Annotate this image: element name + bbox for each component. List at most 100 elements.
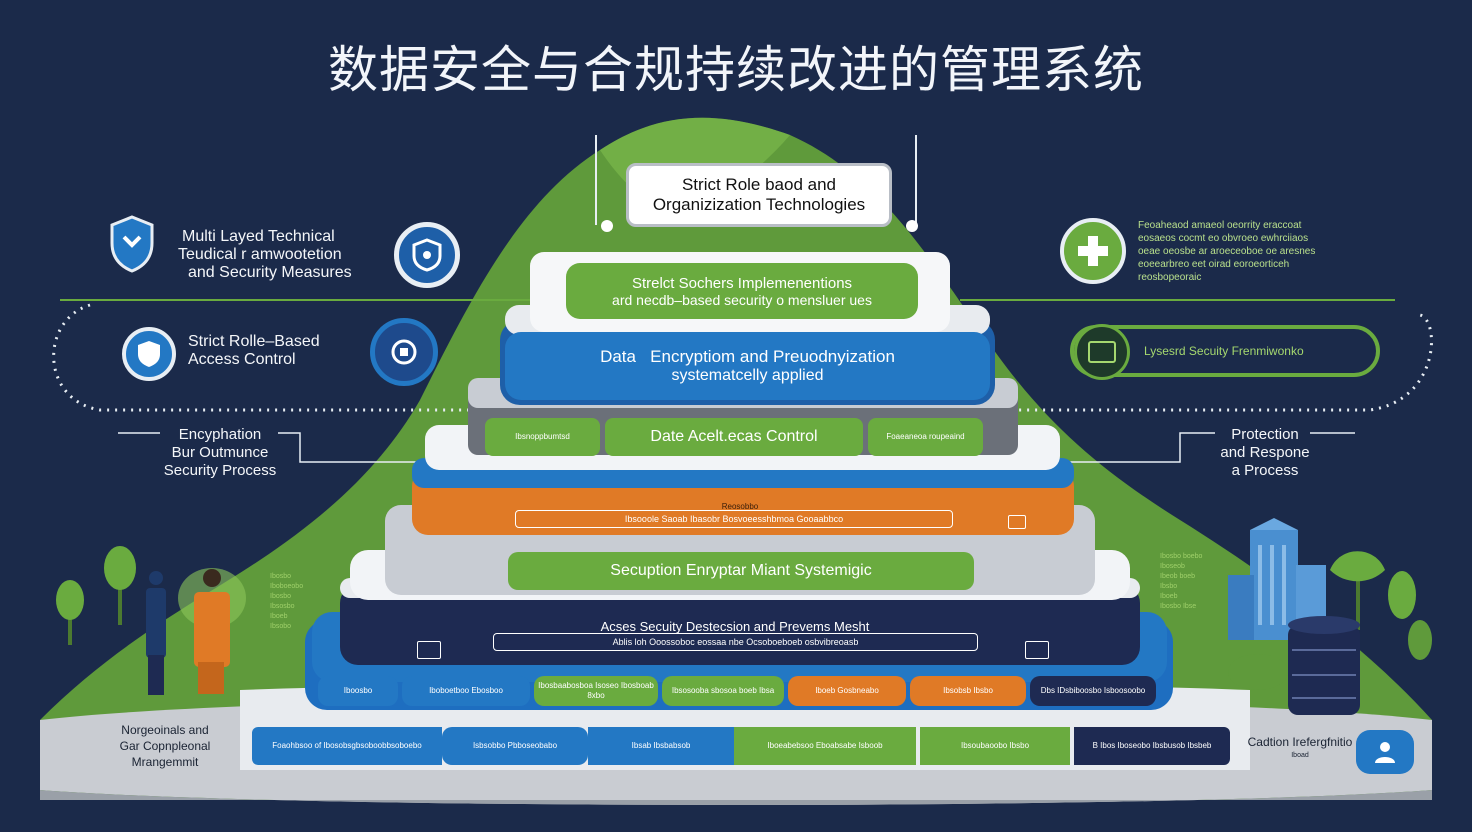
- medical-cross-shield-icon: [1060, 218, 1126, 284]
- tier7-cell-1: Iboboetboo Ebosboo: [402, 676, 530, 706]
- note-line: Iboeb: [270, 613, 288, 620]
- building: [1228, 575, 1254, 640]
- left-bottom-line2: Gar Copnpleonal: [119, 739, 211, 753]
- right-r3-line3: a Process: [1231, 462, 1299, 479]
- left-label-1: Multi Layed Technical Teudical r amwoote…: [178, 228, 388, 282]
- right-r1-line: oeae oeosbe ar aroeceoboe oe aresnes: [1138, 246, 1316, 257]
- left-l3-line1: Encyphation: [178, 426, 262, 443]
- shield-icon: [122, 327, 176, 381]
- tier6-band: Ablis loh Ooossoboc eossaa nbe Ocsoboebo…: [493, 633, 978, 651]
- note-line: Iboboeobo: [270, 583, 304, 590]
- tier7-cell-text: Iboosbo: [343, 686, 373, 695]
- tree-crown: [56, 580, 84, 620]
- tier8-cell-2: Ibsab Ibsbabsob: [588, 727, 734, 765]
- monitor-icon: [1025, 641, 1049, 659]
- tier4-band: Ibsooole Saoab Ibasobr Bosvoeesshbmoa Go…: [515, 510, 953, 528]
- right-bottom-line2: Iboad: [1291, 752, 1309, 759]
- tier8-cell-text: Iboeabebsoo Eboabsabe Isboob: [767, 741, 883, 750]
- right-r1-line: reosbopeoraic: [1138, 272, 1202, 283]
- tier8-cell-3: Iboeabebsoo Eboabsabe Isboob: [734, 727, 916, 765]
- monitor-icon: [417, 641, 441, 659]
- note-line: Ibsbo: [1160, 583, 1178, 590]
- connector-dot-left: [601, 220, 613, 232]
- right-city-note: Ibosbo boebo Iboseob Ibeob boeb Ibsbo Ib…: [1160, 552, 1220, 612]
- person-legs: [198, 662, 224, 694]
- left-l3-line3: Security Process: [163, 462, 277, 479]
- tier3-right-text: Foaeaneoa roupeaind: [886, 432, 965, 441]
- monitor-icon: [1074, 324, 1130, 380]
- person-head: [149, 571, 163, 585]
- ground-front: [40, 790, 1432, 805]
- lock-shield-icon: [370, 318, 438, 386]
- connector-dot-right: [906, 220, 918, 232]
- tree-crown: [1388, 571, 1416, 619]
- right-r1-line: eoeearbreo eet oirad eoroeorticeh: [1138, 259, 1290, 270]
- tier3-center: Date Acelt.ecas Control: [605, 418, 863, 456]
- tier7-cell-text: Ibsobsb Ibsbo: [943, 686, 993, 695]
- right-bottom-label: Cadtion Irefergfnitio Iboad: [1240, 735, 1360, 763]
- note-line: Ibosbo boebo: [1160, 553, 1203, 560]
- user-icon: [1356, 730, 1414, 774]
- tier7-cell-3: Ibsosooba sbosoa boeb Ibsa: [662, 676, 784, 706]
- person-body: [194, 592, 230, 667]
- connector-right-mid: [1040, 432, 1355, 463]
- person-legs: [148, 655, 164, 695]
- note-line: Iboseob: [1160, 563, 1185, 570]
- tier7-cell-5: Ibsobsb Ibsbo: [910, 676, 1026, 706]
- right-bottom-line1: Cadtion Irefergfnitio: [1247, 735, 1353, 749]
- bush: [1228, 654, 1288, 690]
- left-bottom-label: Norgeoinals and Gar Copnpleonal Mrangemm…: [95, 722, 235, 770]
- tier6-sub-text: Ablis loh Ooossoboc eossaa nbe Ocsoboebo…: [612, 637, 859, 647]
- tier4-caption: Reosobbo: [660, 500, 820, 514]
- tree-crown: [1408, 620, 1432, 660]
- left-l2-line1: Strict Rolle–Based: [188, 333, 320, 350]
- right-note-1: Feoaheaod amaeol oeorrity eraccoat eosae…: [1138, 219, 1378, 284]
- tier7-cell-text: Iboeb Gosbneabo: [815, 686, 879, 695]
- tier8-cell-1: Isbsobbo Pbboseobabo: [442, 727, 588, 765]
- tier8-cell-text: Isbsobbo Pbboseobabo: [472, 741, 558, 750]
- note-line: Ibosbo Ibse: [1160, 603, 1197, 610]
- tier8-cell-0: Foaohbsoo of Ibosobsgbsoboobbsoboebo: [252, 727, 442, 765]
- tier7-cell-4: Iboeb Gosbneabo: [788, 676, 906, 706]
- tier4-center-text: Ibsooole Saoab Ibasobr Bosvoeesshbmoa Go…: [624, 514, 844, 524]
- left-label-3: Encyphation Bur Outmunce Security Proces…: [140, 426, 300, 480]
- top-box: Strict Role baod and Organizization Tech…: [626, 163, 892, 227]
- top-box-line2: Organizization Technologies: [652, 195, 866, 214]
- tier3-left: Ibsnoppbumtsd: [485, 418, 600, 456]
- tier3-right: Foaeaneoa roupeaind: [868, 418, 983, 456]
- tier2-line2: systematcelly applied: [671, 367, 824, 384]
- left-bottom-line1: Norgeoinals and: [121, 723, 209, 737]
- left-l3-line2: Bur Outmunce: [171, 444, 269, 461]
- tier7-cell-text: Dbs IDsbiboosbo Isboosoobo: [1040, 686, 1146, 695]
- monitor-icon: [1008, 515, 1026, 529]
- tier8-cell-5: B Ibos Iboseobo Ibsbusob Ibsbeb: [1074, 727, 1230, 765]
- tier2-box: Data Encryptiom and Preuodnyization syst…: [505, 332, 990, 400]
- tier8-cell-text: Foaohbsoo of Ibosobsgbsoboobbsoboebo: [272, 741, 422, 750]
- database-icon: [1288, 625, 1360, 715]
- person-head: [203, 569, 221, 587]
- right-r1-line: eosaeos cocmt eo obvroeo ewhrciiaos: [1138, 233, 1309, 244]
- building-top: [1250, 518, 1298, 530]
- left-l1-line2: Teudical r amwootetion: [178, 246, 342, 263]
- tier8-cell-4: Ibsoubaoobo Ibsbo: [920, 727, 1070, 765]
- tier7-cell-text: Iboboetboo Ebosboo: [429, 686, 503, 695]
- shield-icon: [110, 215, 154, 273]
- left-l1-line1: Multi Layed Technical: [182, 228, 335, 245]
- left-label-2: Strict Rolle–Based Access Control: [188, 333, 368, 369]
- tree-crown: [1330, 551, 1385, 582]
- tree-trunk: [68, 605, 72, 645]
- note-line: Ibeob boeb: [1160, 573, 1196, 580]
- tier7-cell-text: Ibosbaabosboa Isoseo Ibosboab 8xbo: [538, 681, 654, 700]
- connector-left-mid: [118, 432, 430, 463]
- left-bottom-line3: Mrangemmit: [131, 755, 199, 769]
- tier8-cell-text: Ibsab Ibsbabsob: [631, 741, 691, 750]
- tier7-cell-0: Iboosbo: [318, 676, 398, 706]
- tier5-box: Secuption Enryptar Miant Systemigic: [508, 552, 974, 590]
- tier8-cell-text: Ibsoubaoobo Ibsbo: [960, 741, 1030, 750]
- tier7-cell-6: Dbs IDsbiboosbo Isboosoobo: [1030, 676, 1156, 706]
- note-line: Iboeb: [1160, 593, 1178, 600]
- left-l1-line3: and Security Measures: [188, 264, 352, 281]
- tier8-cell-text: B Ibos Iboseobo Ibsbusob Ibsbeb: [1092, 741, 1212, 750]
- right-r1-line: Feoaheaod amaeol oeorrity eraccoat: [1138, 220, 1302, 231]
